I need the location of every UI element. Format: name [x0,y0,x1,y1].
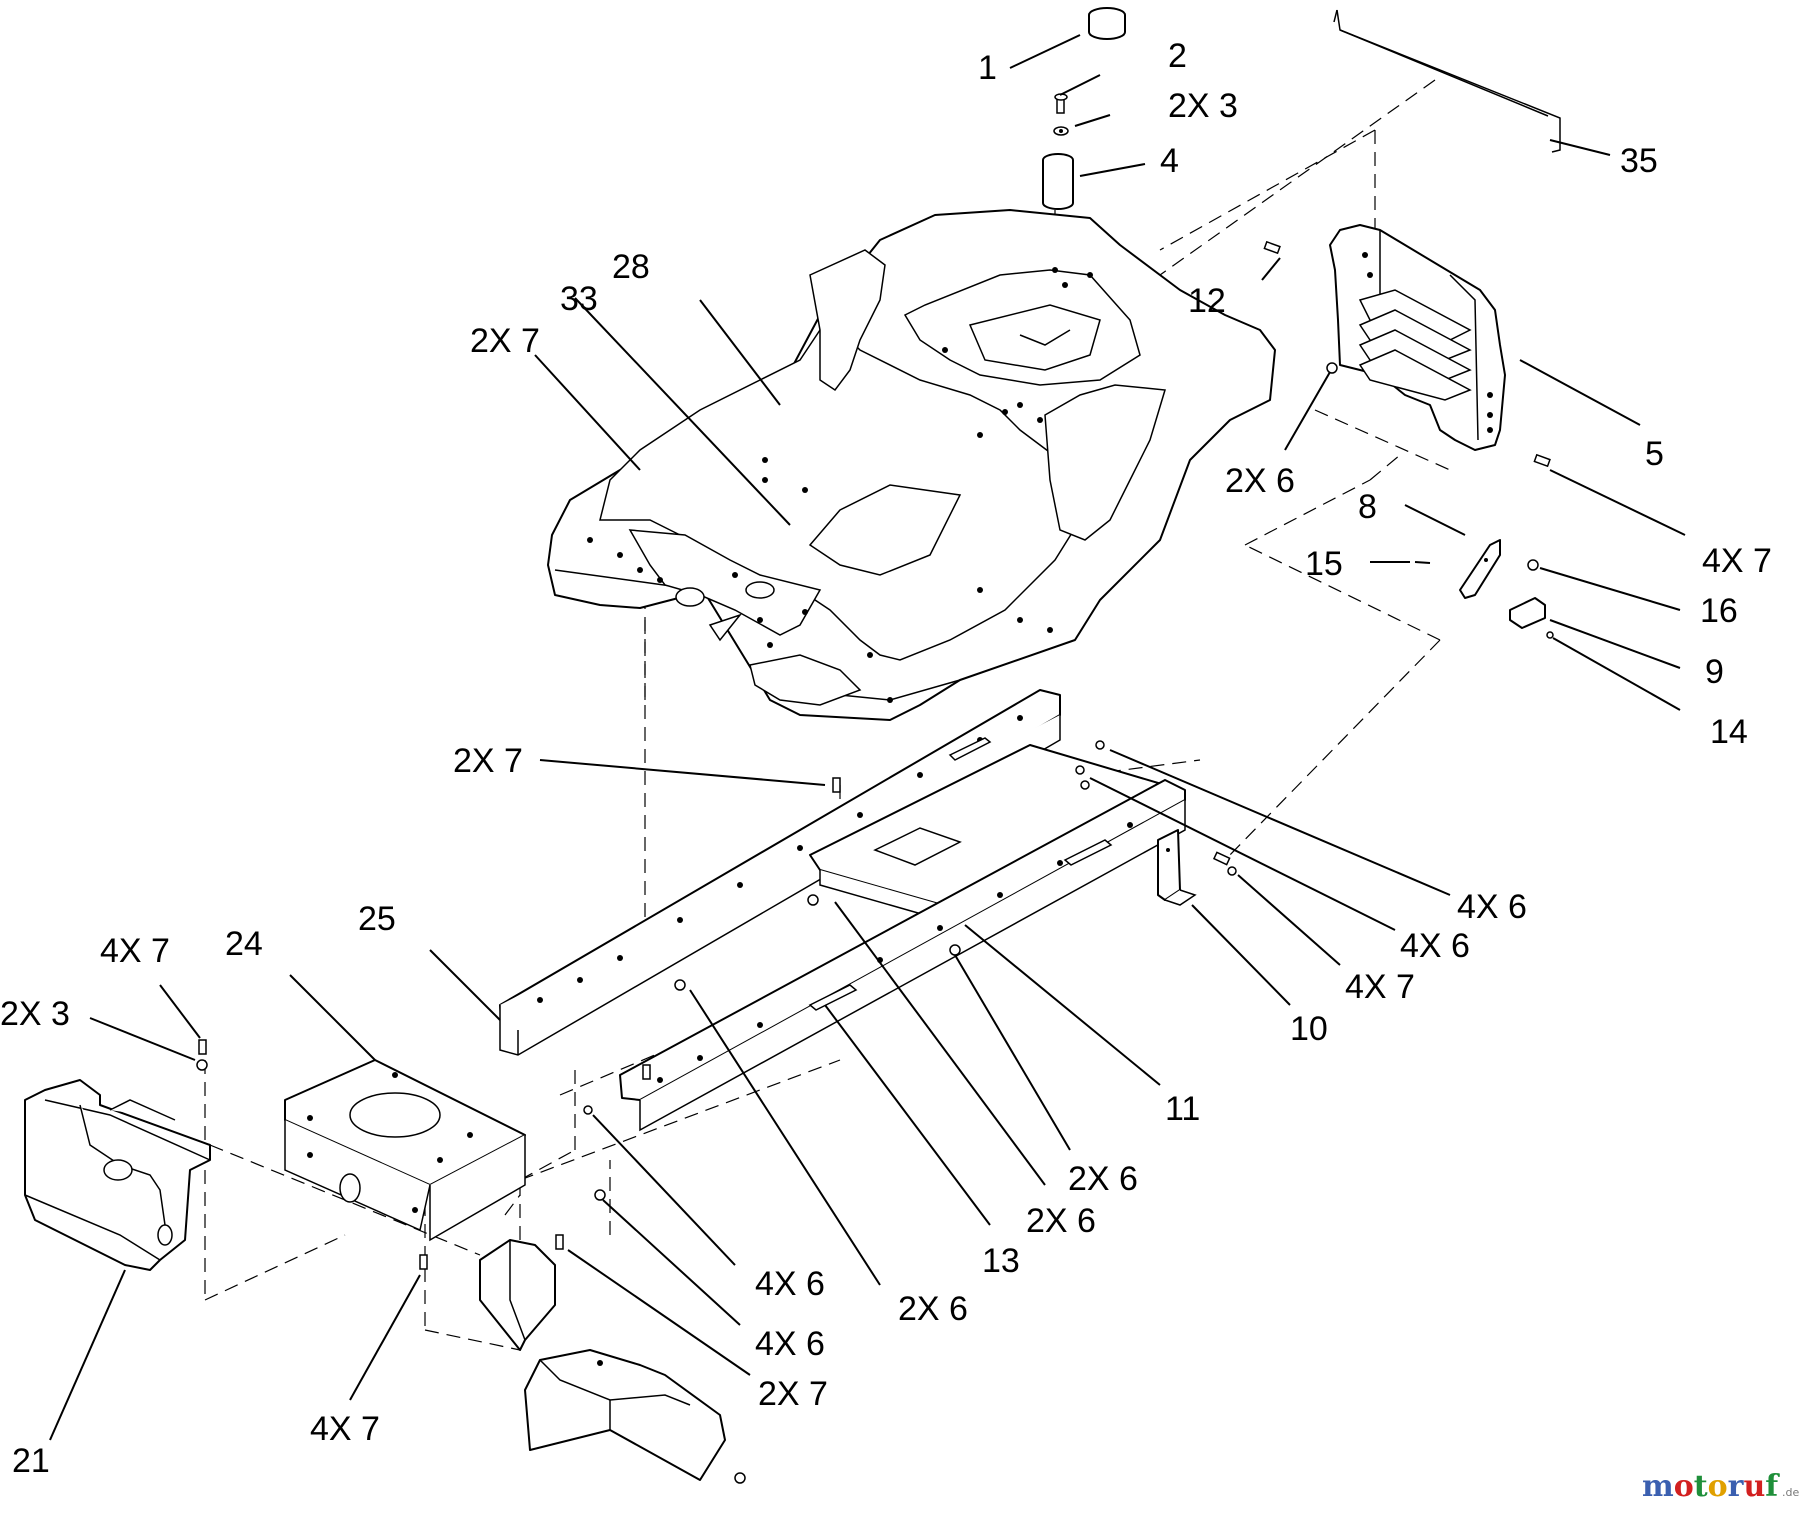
callout-2x6-rear: 2X 6 [1225,462,1295,500]
part-15-screw [1414,561,1431,564]
part-6-nut-rear [1326,362,1338,374]
watermark-letter: r [1728,1469,1745,1504]
watermark-letter: o [1708,1469,1728,1504]
callout-2x7-low: 2X 7 [758,1375,828,1413]
callout-35: 35 [1620,142,1658,180]
callout-8: 8 [1358,488,1377,526]
callout-4x7-low: 4X 7 [310,1410,380,1448]
part-1-knob [1088,7,1126,40]
frame-holes [657,822,1133,1083]
callout-12: 12 [1188,282,1226,320]
callout-4x7-left: 4X 7 [100,932,170,970]
lower-guard-rear [524,1349,726,1481]
part-4-spacer [1042,153,1074,210]
part-28-fender [547,209,1276,721]
frame-fasteners [196,740,1237,1484]
leader-lines [49,34,1686,1441]
callout-33: 33 [560,280,598,318]
callout-10: 10 [1290,1010,1328,1048]
callout-21: 21 [12,1442,50,1480]
part-16-nut [1527,559,1539,571]
part-10-bracket [1157,829,1197,906]
part-35-panel [1333,9,1561,153]
watermark-letter: f [1765,1469,1780,1504]
watermark-letter: m [1642,1469,1674,1504]
callout-13: 13 [982,1242,1020,1280]
rail-holes [537,715,1023,1003]
callout-4x6-d: 4X 6 [755,1325,825,1363]
watermark-brand: motoruf [1642,1469,1780,1504]
callout-9: 9 [1705,653,1724,691]
callout-4x6-c: 4X 6 [755,1265,825,1303]
watermark-logo: motoruf .de [1642,1469,1799,1504]
watermark-letter: u [1743,1469,1765,1504]
watermark-letter: o [1674,1469,1694,1504]
callout-2x7-mid: 2X 7 [453,742,523,780]
fender-holes [587,267,1093,703]
part-9-switch [1509,597,1546,629]
callout-2x3-top: 2X 3 [1168,87,1238,125]
callout-14: 14 [1710,713,1748,751]
callout-15: 15 [1305,545,1343,583]
callout-2x6-d: 2X 6 [1026,1202,1096,1240]
callout-1: 1 [978,49,997,87]
callout-24: 24 [225,925,263,963]
callout-2x6-c: 2X 6 [1068,1160,1138,1198]
callout-16: 16 [1700,592,1738,630]
part-7-bolt-rear [1533,453,1551,468]
part-2-bolt [1054,93,1068,114]
callout-4x6-a: 4X 6 [1457,888,1527,926]
callout-labels: 1 2 2X 3 4 35 28 33 2X 7 12 5 2X 6 4X 7 … [0,37,1772,1480]
part-5-rear-plate [1329,224,1506,451]
callout-4x7-rear: 4X 7 [1702,542,1772,580]
callout-4x7-mid: 4X 7 [1345,968,1415,1006]
callout-2x6-e: 2X 6 [898,1290,968,1328]
watermark-letter: t [1694,1469,1708,1504]
lower-guard-front [479,1239,556,1351]
callout-4x6-b: 4X 6 [1400,927,1470,965]
callout-25: 25 [358,900,396,938]
part-12-bolt [1263,240,1281,255]
part-21-shield [24,1079,211,1271]
callout-11: 11 [1165,1090,1200,1128]
part-3-washer [1053,126,1069,136]
callout-2: 2 [1168,37,1187,75]
part-13-frame-rail [619,779,1186,1132]
part-24-mount-plate [284,1059,526,1242]
callout-5: 5 [1645,435,1664,473]
part-8-bracket [1459,539,1501,599]
svg-text:.de: .de [1782,1486,1799,1499]
callout-2x3-left: 2X 3 [0,995,70,1033]
callout-4: 4 [1160,142,1179,180]
callout-28: 28 [612,248,650,286]
callout-2x7-upper: 2X 7 [470,322,540,360]
part-14-nut [1546,631,1554,639]
